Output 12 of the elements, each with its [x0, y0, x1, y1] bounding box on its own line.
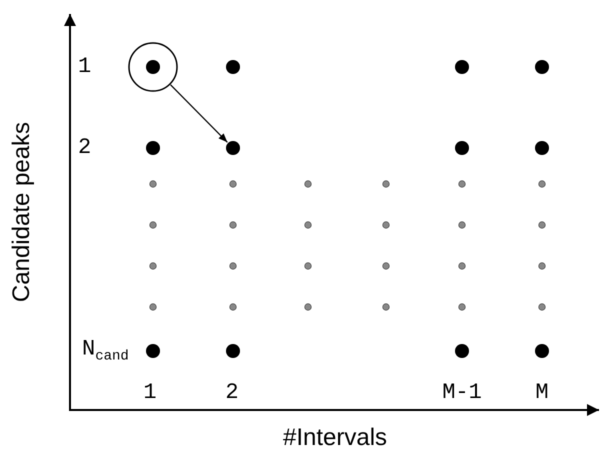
highlight-circle: [128, 42, 178, 92]
row-label: N$_{cand}$: [82, 338, 129, 364]
axis-title: Candidate peaks: [10, 122, 34, 302]
arrow: [170, 84, 228, 143]
column-label: M-1: [442, 382, 482, 404]
data-point: [226, 141, 240, 155]
column-label: M: [535, 382, 549, 404]
axis-title: #Intervals: [282, 426, 388, 450]
column-number: 1: [143, 382, 157, 404]
row-number: 1: [78, 56, 92, 78]
column-number: 2: [225, 382, 239, 404]
row-number: 2: [78, 137, 92, 159]
